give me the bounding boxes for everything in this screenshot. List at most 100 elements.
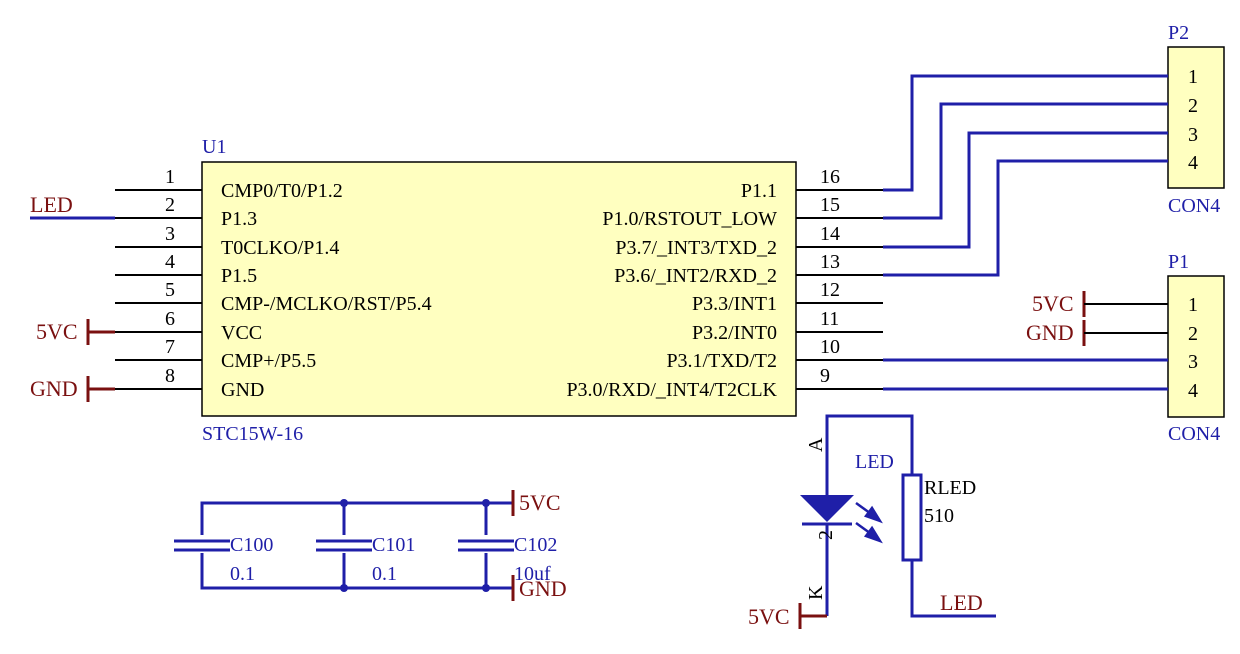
u1-pin-name: P1.5: [221, 265, 257, 287]
gnd-port-label: GND: [1026, 320, 1074, 345]
capacitor-c102: C102 10uf: [458, 534, 557, 585]
led-designator: LED: [855, 451, 894, 473]
vcc-port-label: 5VC: [748, 604, 790, 629]
capacitor-bank: C100 0.1 C101 0.1 C102 10uf 5VC GND: [174, 490, 567, 601]
vcc-port-label: 5VC: [519, 490, 561, 515]
u1-pin-name: P1.0/RSTOUT_LOW: [602, 208, 777, 230]
u1-part: STC15W-16: [202, 423, 303, 445]
p1-part: CON4: [1168, 423, 1220, 445]
led-anode-label: A: [805, 437, 827, 452]
led-light-arrows: [855, 501, 883, 544]
junction-dots: [340, 499, 490, 592]
u1-pin-name: T0CLKO/P1.4: [221, 237, 339, 259]
led-net-label: LED: [30, 192, 73, 217]
vcc-power-port: 5VC: [36, 319, 115, 345]
resistor-designator: RLED: [924, 477, 976, 499]
u1-pin-number: 10: [820, 336, 840, 358]
led-pin2-label: 2: [815, 530, 837, 540]
u1-pin-name: VCC: [221, 322, 262, 344]
u1-pin-name: P1.1: [741, 180, 777, 202]
p1-connector: P1 CON4 1 2 3 4: [1167, 251, 1225, 445]
junction-dot: [340, 584, 348, 592]
p2-connector: P2 CON4 1 2 3 4: [1167, 22, 1225, 217]
p1-pin-number: 3: [1188, 351, 1198, 373]
p1-nets: 5VC GND: [883, 291, 1168, 391]
p2-pin-number: 2: [1188, 95, 1198, 117]
resistor-value: 510: [924, 505, 954, 527]
cap-value: 0.1: [230, 563, 255, 585]
u1-pin-number: 11: [820, 308, 839, 330]
p2-part: CON4: [1168, 195, 1220, 217]
u1-pin-number: 12: [820, 279, 840, 301]
led-cathode-label: K: [805, 585, 827, 600]
p1-body: [1167, 275, 1225, 418]
led-circuit: LED A K 2 RLED 510 5VC LED: [748, 414, 996, 629]
gnd-power-port: GND: [511, 575, 567, 601]
p2-body: [1167, 46, 1225, 189]
cap-value: 10uf: [514, 563, 551, 585]
p1-pin-number: 2: [1188, 323, 1198, 345]
junction-dot: [482, 584, 490, 592]
u1-left-pin-numbers: 1 2 3 4 5 6 7 8: [165, 166, 175, 387]
p1-pin-number: 4: [1188, 380, 1198, 402]
led-diode: LED A K 2: [800, 437, 894, 600]
p2-designator: P2: [1168, 22, 1189, 44]
u1-pin-name: GND: [221, 379, 264, 401]
p2-wires: [883, 74, 1168, 277]
gnd-port-label: GND: [30, 376, 78, 401]
vcc-port-label: 5VC: [1032, 291, 1074, 316]
led-net-label: LED: [940, 590, 983, 615]
u1-pin-name: P3.6/_INT2/RXD_2: [614, 265, 777, 287]
u1-pin-number: 4: [165, 251, 175, 273]
p1-designator: P1: [1168, 251, 1189, 273]
u1-left-nets: LED 5VC GND: [30, 192, 115, 402]
p1-pin-number: 1: [1188, 294, 1198, 316]
u1-pin-number: 7: [165, 336, 175, 358]
p2-pin-number: 3: [1188, 124, 1198, 146]
led-triangle: [800, 495, 854, 522]
u1-pin-name: P3.0/RXD/_INT4/T2CLK: [566, 379, 777, 401]
u1-pin-name: P3.3/INT1: [692, 293, 777, 315]
u1-pin-name: P1.3: [221, 208, 257, 230]
u1-pin-name: P3.7/_INT3/TXD_2: [615, 237, 777, 259]
capacitor-c101: C101 0.1: [316, 534, 415, 585]
u1-body: [201, 161, 797, 417]
u1-pin-number: 14: [820, 223, 840, 245]
vcc-port-label: 5VC: [36, 319, 78, 344]
u1-chip: U1 STC15W-16 1 2 3: [115, 136, 883, 445]
gnd-power-port: GND: [1026, 320, 1168, 346]
u1-right-pin-names: P1.1 P1.0/RSTOUT_LOW P3.7/_INT3/TXD_2 P3…: [566, 180, 777, 401]
u1-pin-number: 16: [820, 166, 840, 188]
u1-left-pin-names: CMP0/T0/P1.2 P1.3 T0CLKO/P1.4 P1.5 CMP-/…: [221, 180, 432, 401]
u1-pin-number: 8: [165, 365, 175, 387]
u1-right-pin-numbers: 16 15 14 13 12 11 10 9: [820, 166, 840, 387]
u1-designator: U1: [202, 136, 226, 158]
u1-pin-number: 1: [165, 166, 175, 188]
u1-pin-name: CMP0/T0/P1.2: [221, 180, 343, 202]
vcc-power-port: 5VC: [511, 490, 561, 516]
p1-pin-numbers: 1 2 3 4: [1188, 294, 1198, 402]
junction-dot: [482, 499, 490, 507]
u1-left-pin-lines: [115, 189, 202, 390]
cap-designator: C101: [372, 534, 415, 556]
u1-pin-name: CMP-/MCLKO/RST/P5.4: [221, 293, 432, 315]
capacitor-c100: C100 0.1: [174, 534, 273, 585]
p2-pin-number: 4: [1188, 152, 1198, 174]
resistor-body: [901, 473, 923, 562]
u1-pin-number: 9: [820, 365, 830, 387]
u1-pin-number: 13: [820, 251, 840, 273]
u1-pin-name: CMP+/P5.5: [221, 350, 316, 372]
gnd-port-label: GND: [519, 576, 567, 601]
u1-pin-number: 5: [165, 279, 175, 301]
u1-pin-number: 3: [165, 223, 175, 245]
u1-right-pin-lines: [796, 189, 883, 390]
u1-pin-name: P3.1/TXD/T2: [666, 350, 777, 372]
u1-pin-name: P3.2/INT0: [692, 322, 777, 344]
junction-dot: [340, 499, 348, 507]
p2-pin-number: 1: [1188, 66, 1198, 88]
cap-designator: C102: [514, 534, 557, 556]
gnd-power-port: GND: [30, 376, 115, 402]
vcc-power-port: 5VC: [748, 603, 827, 629]
u1-pin-number: 2: [165, 194, 175, 216]
